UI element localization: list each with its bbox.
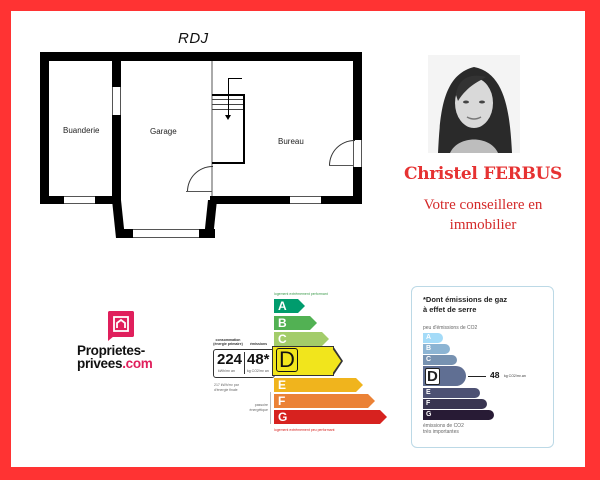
ges-bottom-caption-line2: très importantes xyxy=(423,429,459,435)
dpe-emis-value: 48* xyxy=(247,351,270,368)
dpe-class-a: A xyxy=(274,299,305,313)
door-leaf xyxy=(329,165,354,166)
stair-arrow-line xyxy=(228,78,242,79)
dpe-top-caption: logement extrêmement performant xyxy=(274,292,328,296)
ges-class-a: A xyxy=(423,333,443,343)
dpe-header-emis: émissions xyxy=(250,342,268,346)
wall xyxy=(199,229,215,238)
dpe-conso-unit: kWh/m² an xyxy=(218,369,235,373)
stair-arrow-icon xyxy=(225,115,231,120)
dpe-side-label: passoire énergétique xyxy=(249,403,269,412)
dpe-values-box: 224 kWh/m² an 48* kg CO2/m² an xyxy=(213,349,275,378)
wall xyxy=(40,196,64,204)
wall xyxy=(95,196,120,204)
ges-class-g: G xyxy=(423,410,494,420)
dpe-bottom-caption: logement extrêmement peu performant xyxy=(274,428,335,432)
ges-top-caption: peu d'émissions de CO2 xyxy=(423,325,478,331)
ges-class-e: E xyxy=(423,388,480,398)
divider xyxy=(270,392,271,424)
ges-title: *Dont émissions de gaz à effet de serre xyxy=(423,295,507,315)
ges-class-d-current: D xyxy=(423,366,466,386)
garage-door xyxy=(133,229,199,238)
ges-pointer-line xyxy=(468,376,486,377)
dpe-note: 217 kWh/m² par d'énergie finale xyxy=(214,383,239,392)
logo-line1: Proprietes- xyxy=(77,343,145,358)
wall xyxy=(112,115,121,204)
house-logo-icon xyxy=(108,311,134,341)
ges-title-line2: à effet de serre xyxy=(423,305,477,314)
wall xyxy=(353,52,362,140)
logo-line2: privees xyxy=(77,356,123,371)
dpe-conso-value: 224 xyxy=(217,351,243,368)
ges-title-line1: *Dont émissions de gaz xyxy=(423,295,508,304)
dpe-class-g: G xyxy=(274,410,387,424)
wall xyxy=(112,52,121,87)
wall xyxy=(321,196,362,204)
floor-title: RDJ xyxy=(178,30,209,47)
ges-class-f: F xyxy=(423,399,487,409)
ges-unit: kg CO2/m².an xyxy=(504,374,526,378)
agent-role: Votre conseillere en immobilier xyxy=(370,195,596,235)
stair-step xyxy=(212,109,243,110)
agent-name: Christel FERBUS xyxy=(403,164,563,184)
dpe-class-f: F xyxy=(274,394,375,408)
wall xyxy=(353,167,362,204)
room-label: Garage xyxy=(150,127,177,136)
wall xyxy=(40,52,362,61)
door-leaf xyxy=(186,191,212,192)
dpe-header-conso: consommation (énergie primaire) xyxy=(213,338,243,346)
agent-role-line1: Votre conseillere en xyxy=(423,197,543,213)
window xyxy=(112,87,121,115)
logo-wordmark: Proprietes- privees.com xyxy=(77,343,153,371)
agent-role-line2: immobilier xyxy=(449,217,517,233)
stair-step xyxy=(212,99,243,100)
wall xyxy=(210,196,290,204)
dpe-emis-unit: kg CO2/m² an xyxy=(247,369,269,373)
logo-suffix: .com xyxy=(122,356,153,371)
wall xyxy=(117,229,133,238)
partition xyxy=(211,61,213,196)
divider xyxy=(244,352,245,374)
agent-photo xyxy=(428,55,520,153)
wall xyxy=(40,52,49,204)
dpe-class-e: E xyxy=(274,378,363,392)
ges-class-c: C xyxy=(423,355,457,365)
ges-value: 48 xyxy=(490,370,500,380)
room-label: Bureau xyxy=(278,137,304,146)
ges-bottom-caption-line1: émissions de CO2 xyxy=(423,423,464,429)
room-label: Buanderie xyxy=(63,126,100,135)
dpe-current-letter: D xyxy=(276,348,298,372)
dpe-class-b: B xyxy=(274,316,317,330)
ges-bottom-caption: émissions de CO2 très importantes xyxy=(423,423,464,435)
dpe-class-c: C xyxy=(274,332,329,346)
ges-class-b: B xyxy=(423,344,450,354)
ges-label: *Dont émissions de gaz à effet de serre … xyxy=(411,286,554,448)
dpe-class-d-current: D xyxy=(272,346,334,376)
ges-current-letter: D xyxy=(425,368,440,385)
stair-step xyxy=(212,104,243,105)
stair-arrow-line xyxy=(228,78,229,116)
window xyxy=(290,196,321,204)
window xyxy=(64,196,95,204)
dpe-d-arrow-fill xyxy=(332,348,341,374)
